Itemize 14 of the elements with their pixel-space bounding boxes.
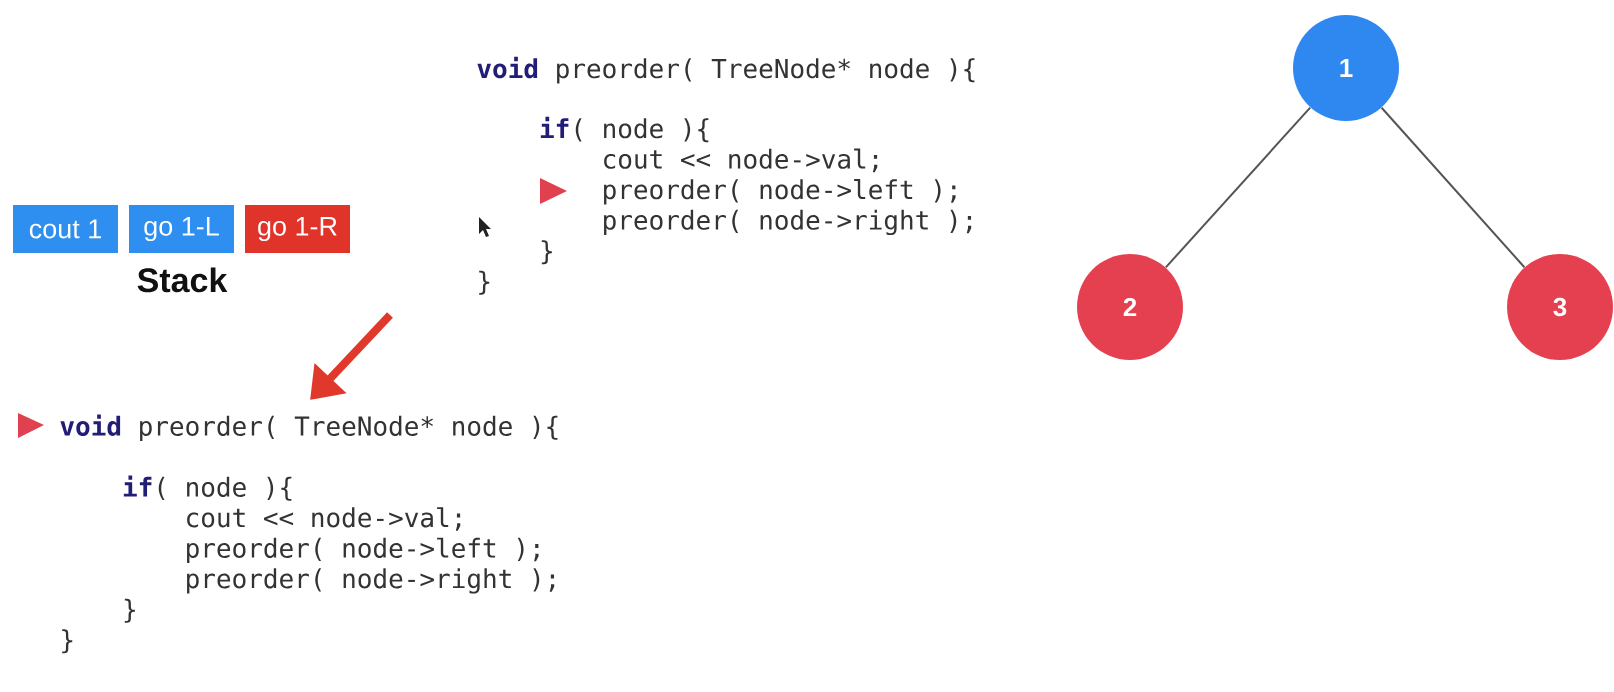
code-line: preorder( node->right ); [604,209,972,236]
code-line: } [479,270,490,295]
code-line: } [541,240,552,265]
stack-caption: Stack [137,267,228,293]
stack-box: go 1-L [129,205,234,253]
code-line: void preorder( TreeNode* node ){ [477,56,975,84]
tree-edge [1164,106,1312,269]
code-text: void preorder( TreeNode* node ){ if( node ){ cout << node->val; preorder( node->left ); preorder( node->right ); } } [60,414,558,654]
stack-box: cout 1 [13,205,118,253]
code-line: preorder( node->left ); [604,179,956,205]
code-line: cout << node->val; [604,148,878,173]
stack-box: go 1-R [245,205,350,253]
tree-edge [1380,106,1526,269]
code-line: if( node ){ [540,116,709,143]
